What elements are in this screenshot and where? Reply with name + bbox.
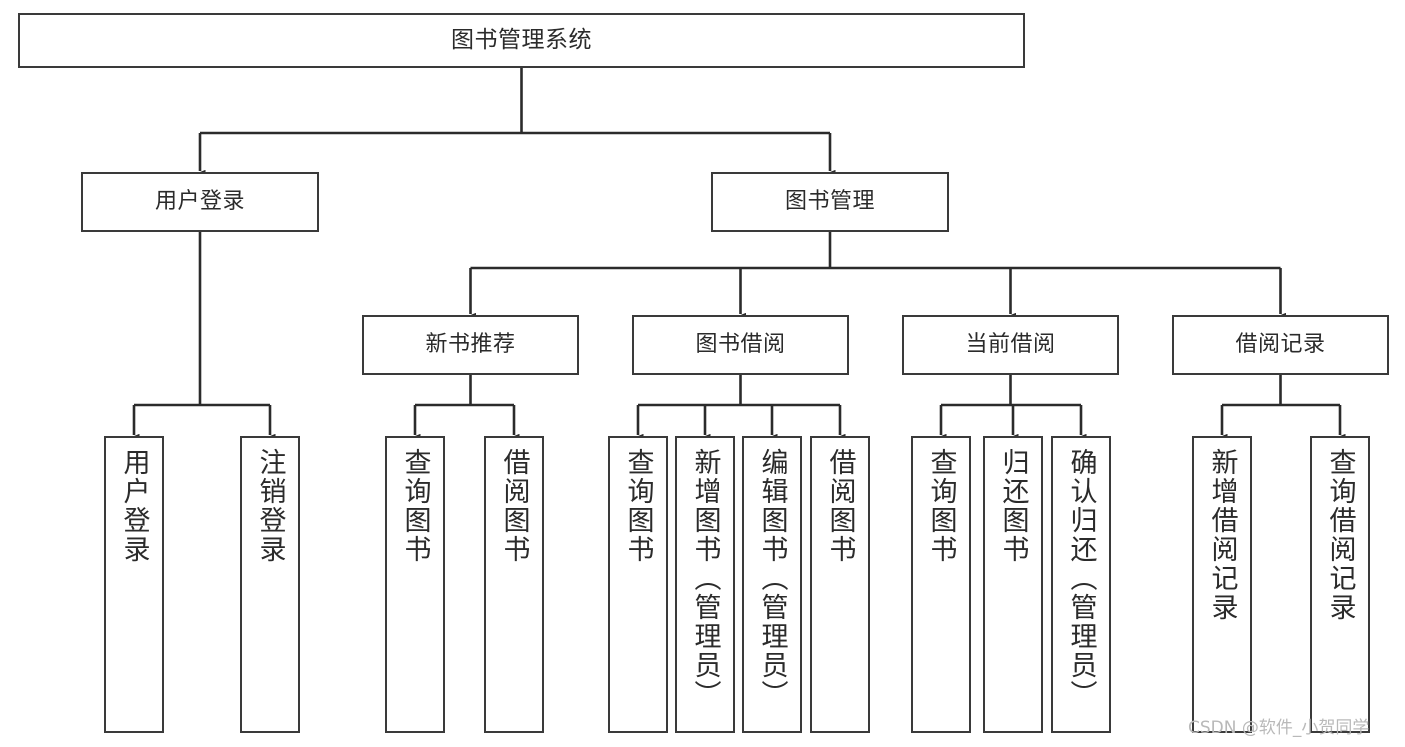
node-l2-borrow-record[interactable]: 借阅记录 bbox=[1172, 315, 1389, 375]
node-leaf-add-book-admin[interactable]: 新增图书（管理员） bbox=[675, 436, 735, 733]
node-label: 归还图书 bbox=[997, 448, 1029, 564]
node-leaf-user-login[interactable]: 用户登录 bbox=[104, 436, 164, 733]
node-label: 编辑图书（管理员） bbox=[756, 448, 788, 709]
node-label: 图书管理系统 bbox=[451, 26, 592, 53]
node-leaf-query-book-1[interactable]: 查询图书 bbox=[385, 436, 445, 733]
node-l1-user-login[interactable]: 用户登录 bbox=[81, 172, 319, 232]
node-leaf-logout[interactable]: 注销登录 bbox=[240, 436, 300, 733]
node-l2-book-borrow[interactable]: 图书借阅 bbox=[632, 315, 849, 375]
node-l2-current-borrow[interactable]: 当前借阅 bbox=[902, 315, 1119, 375]
node-leaf-query-book-2[interactable]: 查询图书 bbox=[608, 436, 668, 733]
node-label: 查询图书 bbox=[399, 448, 431, 564]
node-label: 借阅图书 bbox=[498, 448, 530, 564]
node-label: 借阅记录 bbox=[1235, 332, 1326, 358]
node-leaf-edit-book-admin[interactable]: 编辑图书（管理员） bbox=[742, 436, 802, 733]
node-root[interactable]: 图书管理系统 bbox=[18, 13, 1025, 68]
csdn-watermark: CSDN @软件_小贺同学 bbox=[1188, 718, 1370, 738]
node-leaf-confirm-return-admin[interactable]: 确认归还（管理员） bbox=[1051, 436, 1111, 733]
node-label: 新增借阅记录 bbox=[1206, 448, 1238, 622]
node-leaf-borrow-book-1[interactable]: 借阅图书 bbox=[484, 436, 544, 733]
node-label: 注销登录 bbox=[254, 448, 286, 564]
node-label: 图书借阅 bbox=[695, 332, 786, 358]
node-l2-new-book-rec[interactable]: 新书推荐 bbox=[362, 315, 579, 375]
node-label: 用户登录 bbox=[118, 448, 150, 564]
node-label: 新增图书（管理员） bbox=[689, 448, 721, 709]
node-label: 图书管理 bbox=[784, 189, 875, 215]
node-label: 查询借阅记录 bbox=[1324, 448, 1356, 622]
node-leaf-borrow-book-2[interactable]: 借阅图书 bbox=[810, 436, 870, 733]
node-label: 确认归还（管理员） bbox=[1065, 448, 1097, 709]
node-leaf-query-book-3[interactable]: 查询图书 bbox=[911, 436, 971, 733]
node-leaf-add-borrow-record[interactable]: 新增借阅记录 bbox=[1192, 436, 1252, 733]
node-leaf-return-book[interactable]: 归还图书 bbox=[983, 436, 1043, 733]
node-l1-book-mgmt[interactable]: 图书管理 bbox=[711, 172, 949, 232]
node-leaf-query-borrow-record[interactable]: 查询借阅记录 bbox=[1310, 436, 1370, 733]
node-label: 查询图书 bbox=[622, 448, 654, 564]
node-label: 新书推荐 bbox=[425, 332, 516, 358]
node-label: 用户登录 bbox=[154, 189, 245, 215]
node-label: 当前借阅 bbox=[965, 332, 1056, 358]
node-label: 借阅图书 bbox=[824, 448, 856, 564]
node-label: 查询图书 bbox=[925, 448, 957, 564]
